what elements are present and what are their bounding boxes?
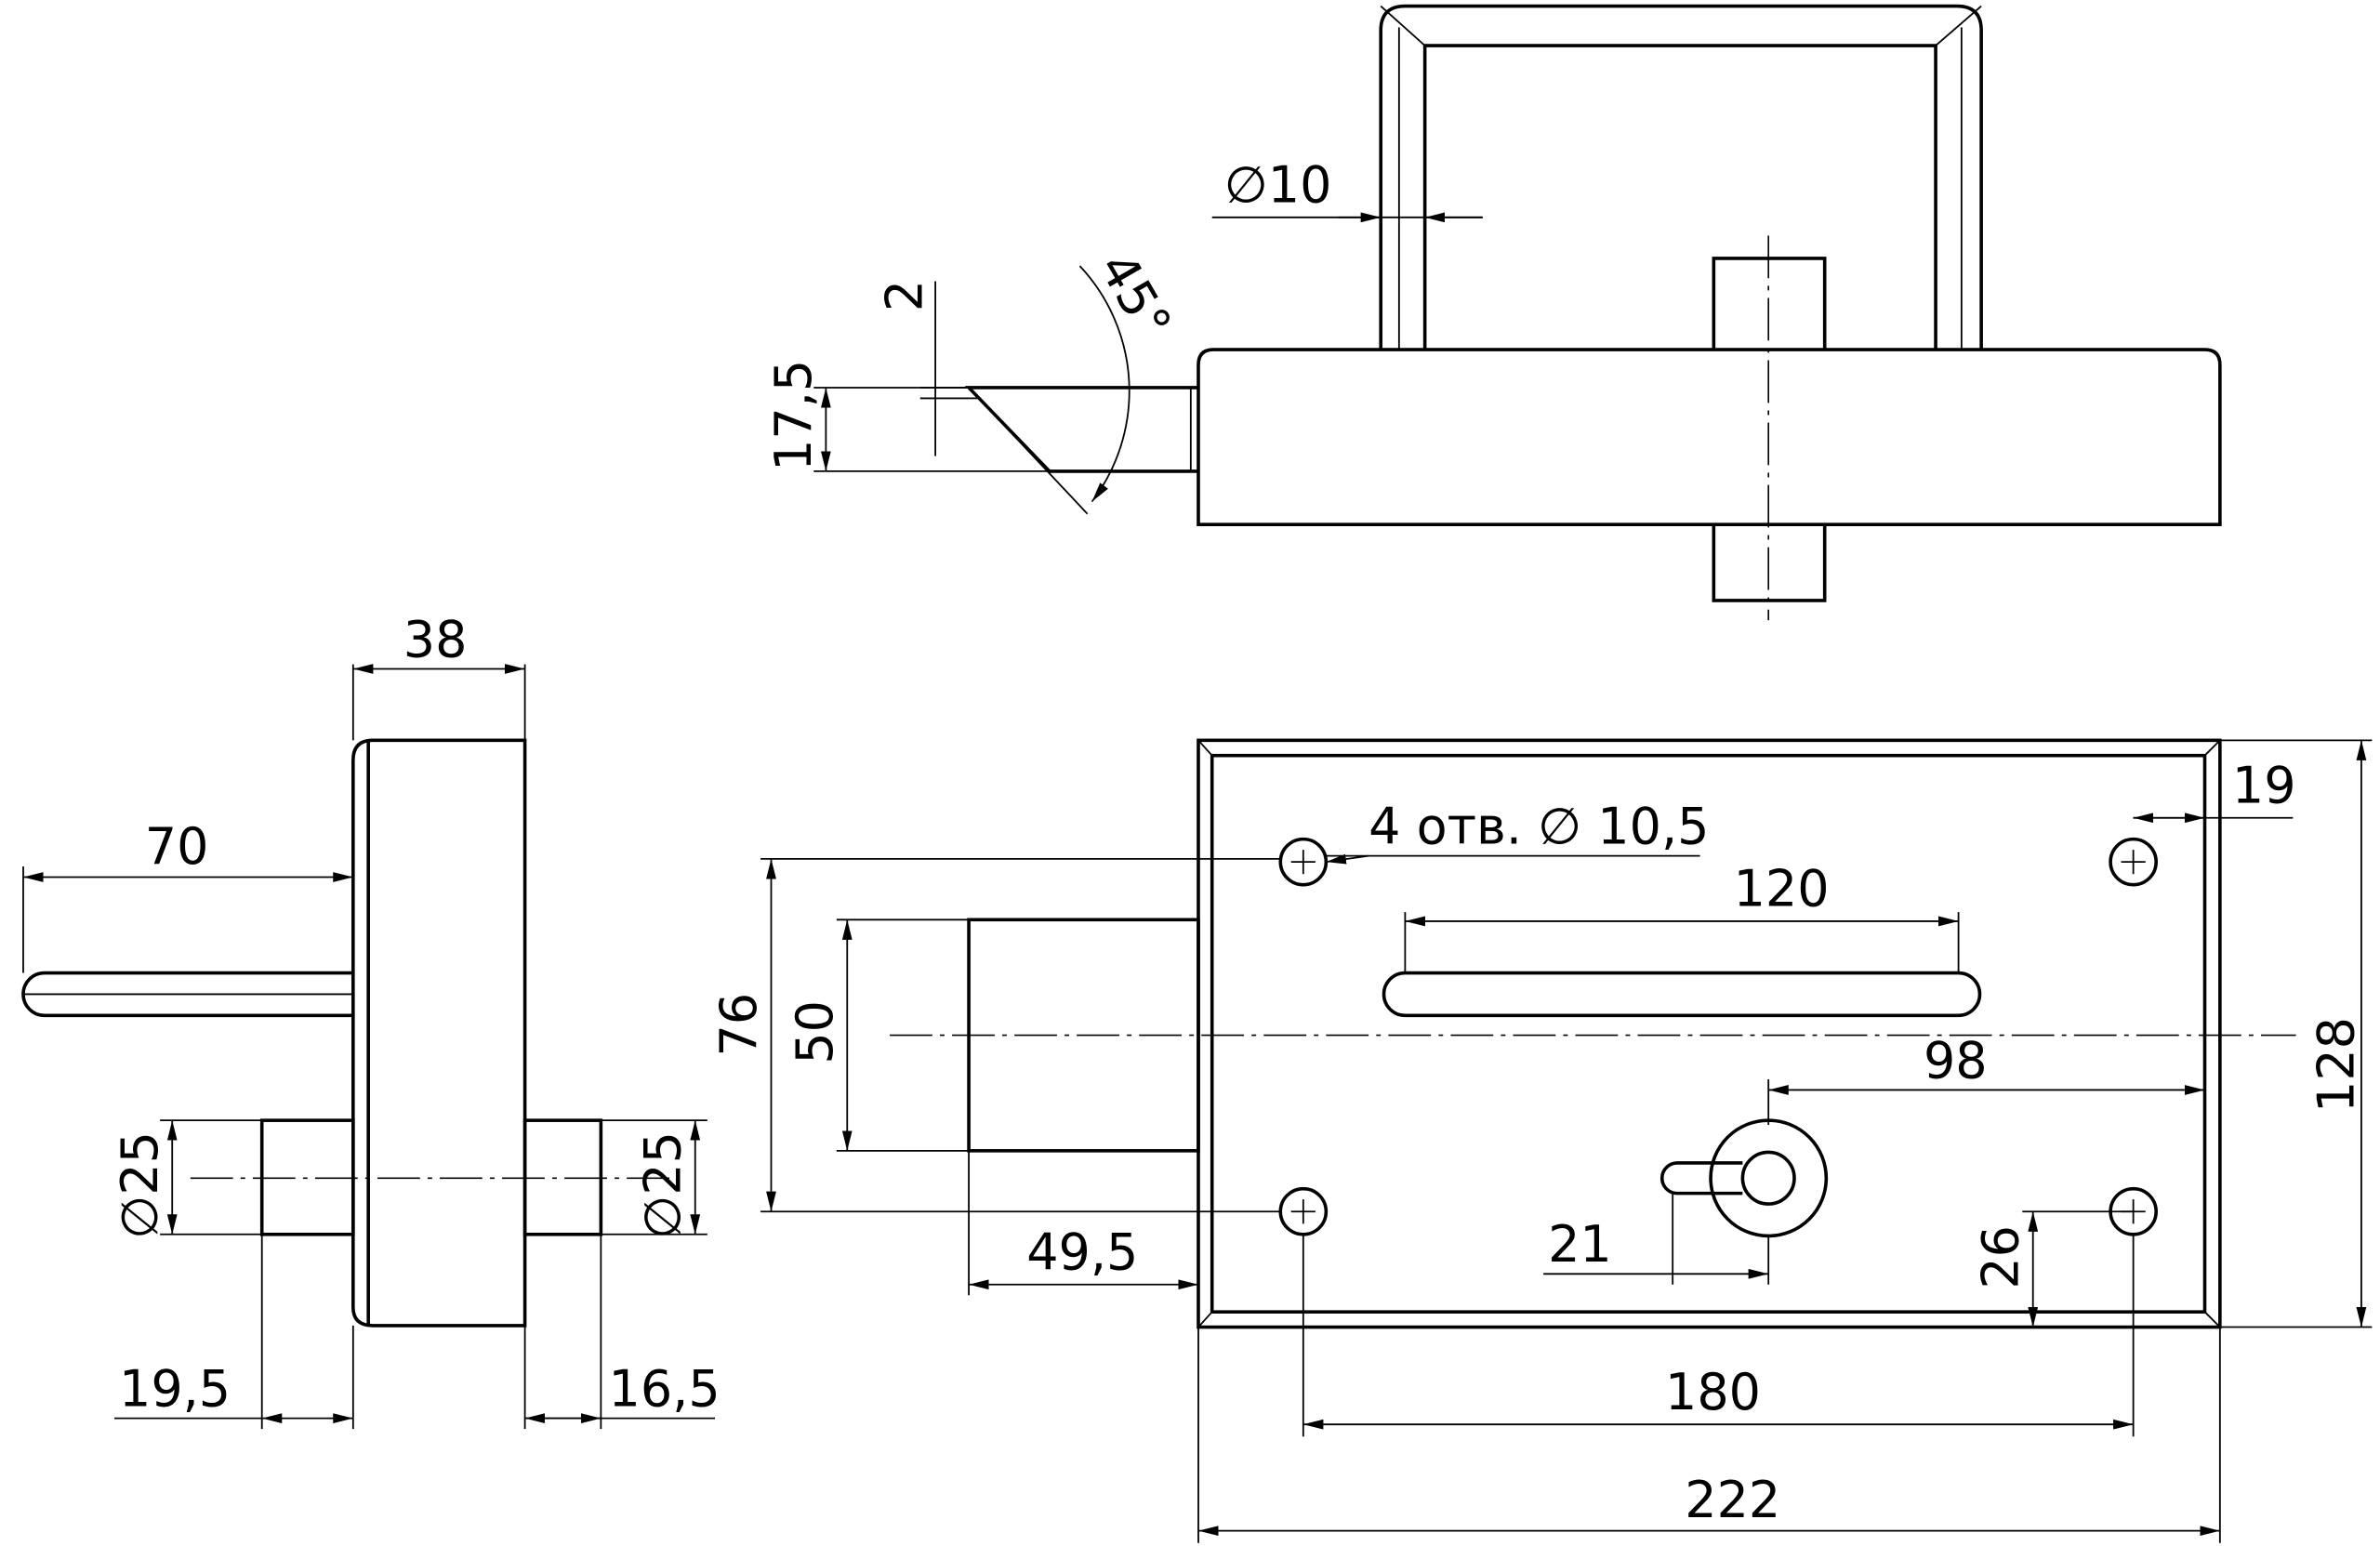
dim-hole-edge-offset: 19 bbox=[2232, 756, 2296, 814]
dim-body-width: 222 bbox=[1685, 1471, 1780, 1529]
dim-bolt-height: 50 bbox=[786, 1000, 844, 1064]
front-view: 4 отв. ∅ 10,5 120 19 98 76 50 128 49,5 2… bbox=[709, 738, 2373, 1543]
dim-slot-length: 120 bbox=[1734, 860, 1830, 918]
side-view: 38 70 ∅25 ∅25 19,5 16,5 bbox=[21, 610, 721, 1430]
dim-body-height: 128 bbox=[2307, 1017, 2366, 1113]
holes-note: 4 отв. ∅ 10,5 bbox=[1368, 798, 1709, 856]
dim-cylinder-left-diameter: ∅25 bbox=[111, 1131, 169, 1239]
dim-rod-length: 70 bbox=[145, 817, 209, 876]
dim-key-offset: 21 bbox=[1548, 1215, 1612, 1274]
dim-bolt-chamfer: 2 bbox=[875, 280, 933, 311]
dim-hole-spacing-vertical: 76 bbox=[709, 993, 768, 1057]
dim-body-depth: 38 bbox=[403, 610, 468, 668]
dim-cylinder-right-diameter: ∅25 bbox=[633, 1131, 692, 1239]
dim-cylinder-left-length: 19,5 bbox=[119, 1360, 231, 1419]
dim-hole-spacing-horizontal: 180 bbox=[1665, 1363, 1761, 1421]
dim-handle-diameter: ∅10 bbox=[1224, 155, 1332, 214]
dim-keyhole-offset: 98 bbox=[1924, 1031, 1988, 1090]
dim-hole-bottom-offset: 26 bbox=[1971, 1225, 2030, 1289]
top-view: ∅10 2 17,5 45° bbox=[764, 4, 2222, 621]
dim-bolt-height: 17,5 bbox=[764, 360, 823, 471]
dim-bolt-projection: 49,5 bbox=[1026, 1222, 1138, 1281]
dim-cylinder-right-length: 16,5 bbox=[609, 1360, 721, 1419]
dim-chamfer-angle: 45° bbox=[1088, 243, 1183, 349]
mounting-holes bbox=[1278, 837, 2158, 1236]
